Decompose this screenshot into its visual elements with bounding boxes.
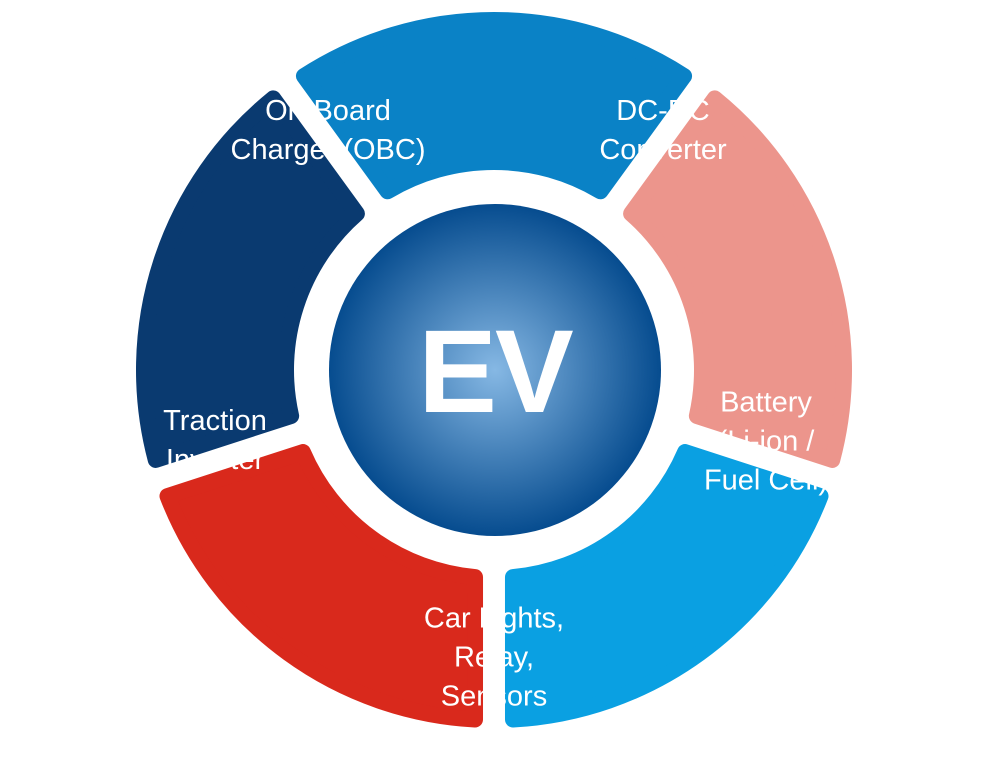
segment-dc-dc [295, 12, 693, 200]
segment-label-traction-inverter: Traction Inverter [163, 405, 267, 476]
segment-label-car-lights: Car Lights, Relay, Sensors [423, 602, 565, 713]
segment-obc [136, 90, 365, 468]
segment-traction-inverter [159, 444, 484, 728]
segment-car-lights [504, 444, 829, 728]
segment-label-dc-dc: DC-DC Converter [599, 95, 727, 166]
center-circle [329, 204, 661, 536]
segment-battery [623, 90, 852, 468]
segment-label-obc: On-Board Charger (OBC) [230, 95, 426, 166]
segment-label-battery: Battery (Li-ion / Fuel Cell) [703, 386, 829, 497]
center-label: EV [418, 306, 573, 438]
